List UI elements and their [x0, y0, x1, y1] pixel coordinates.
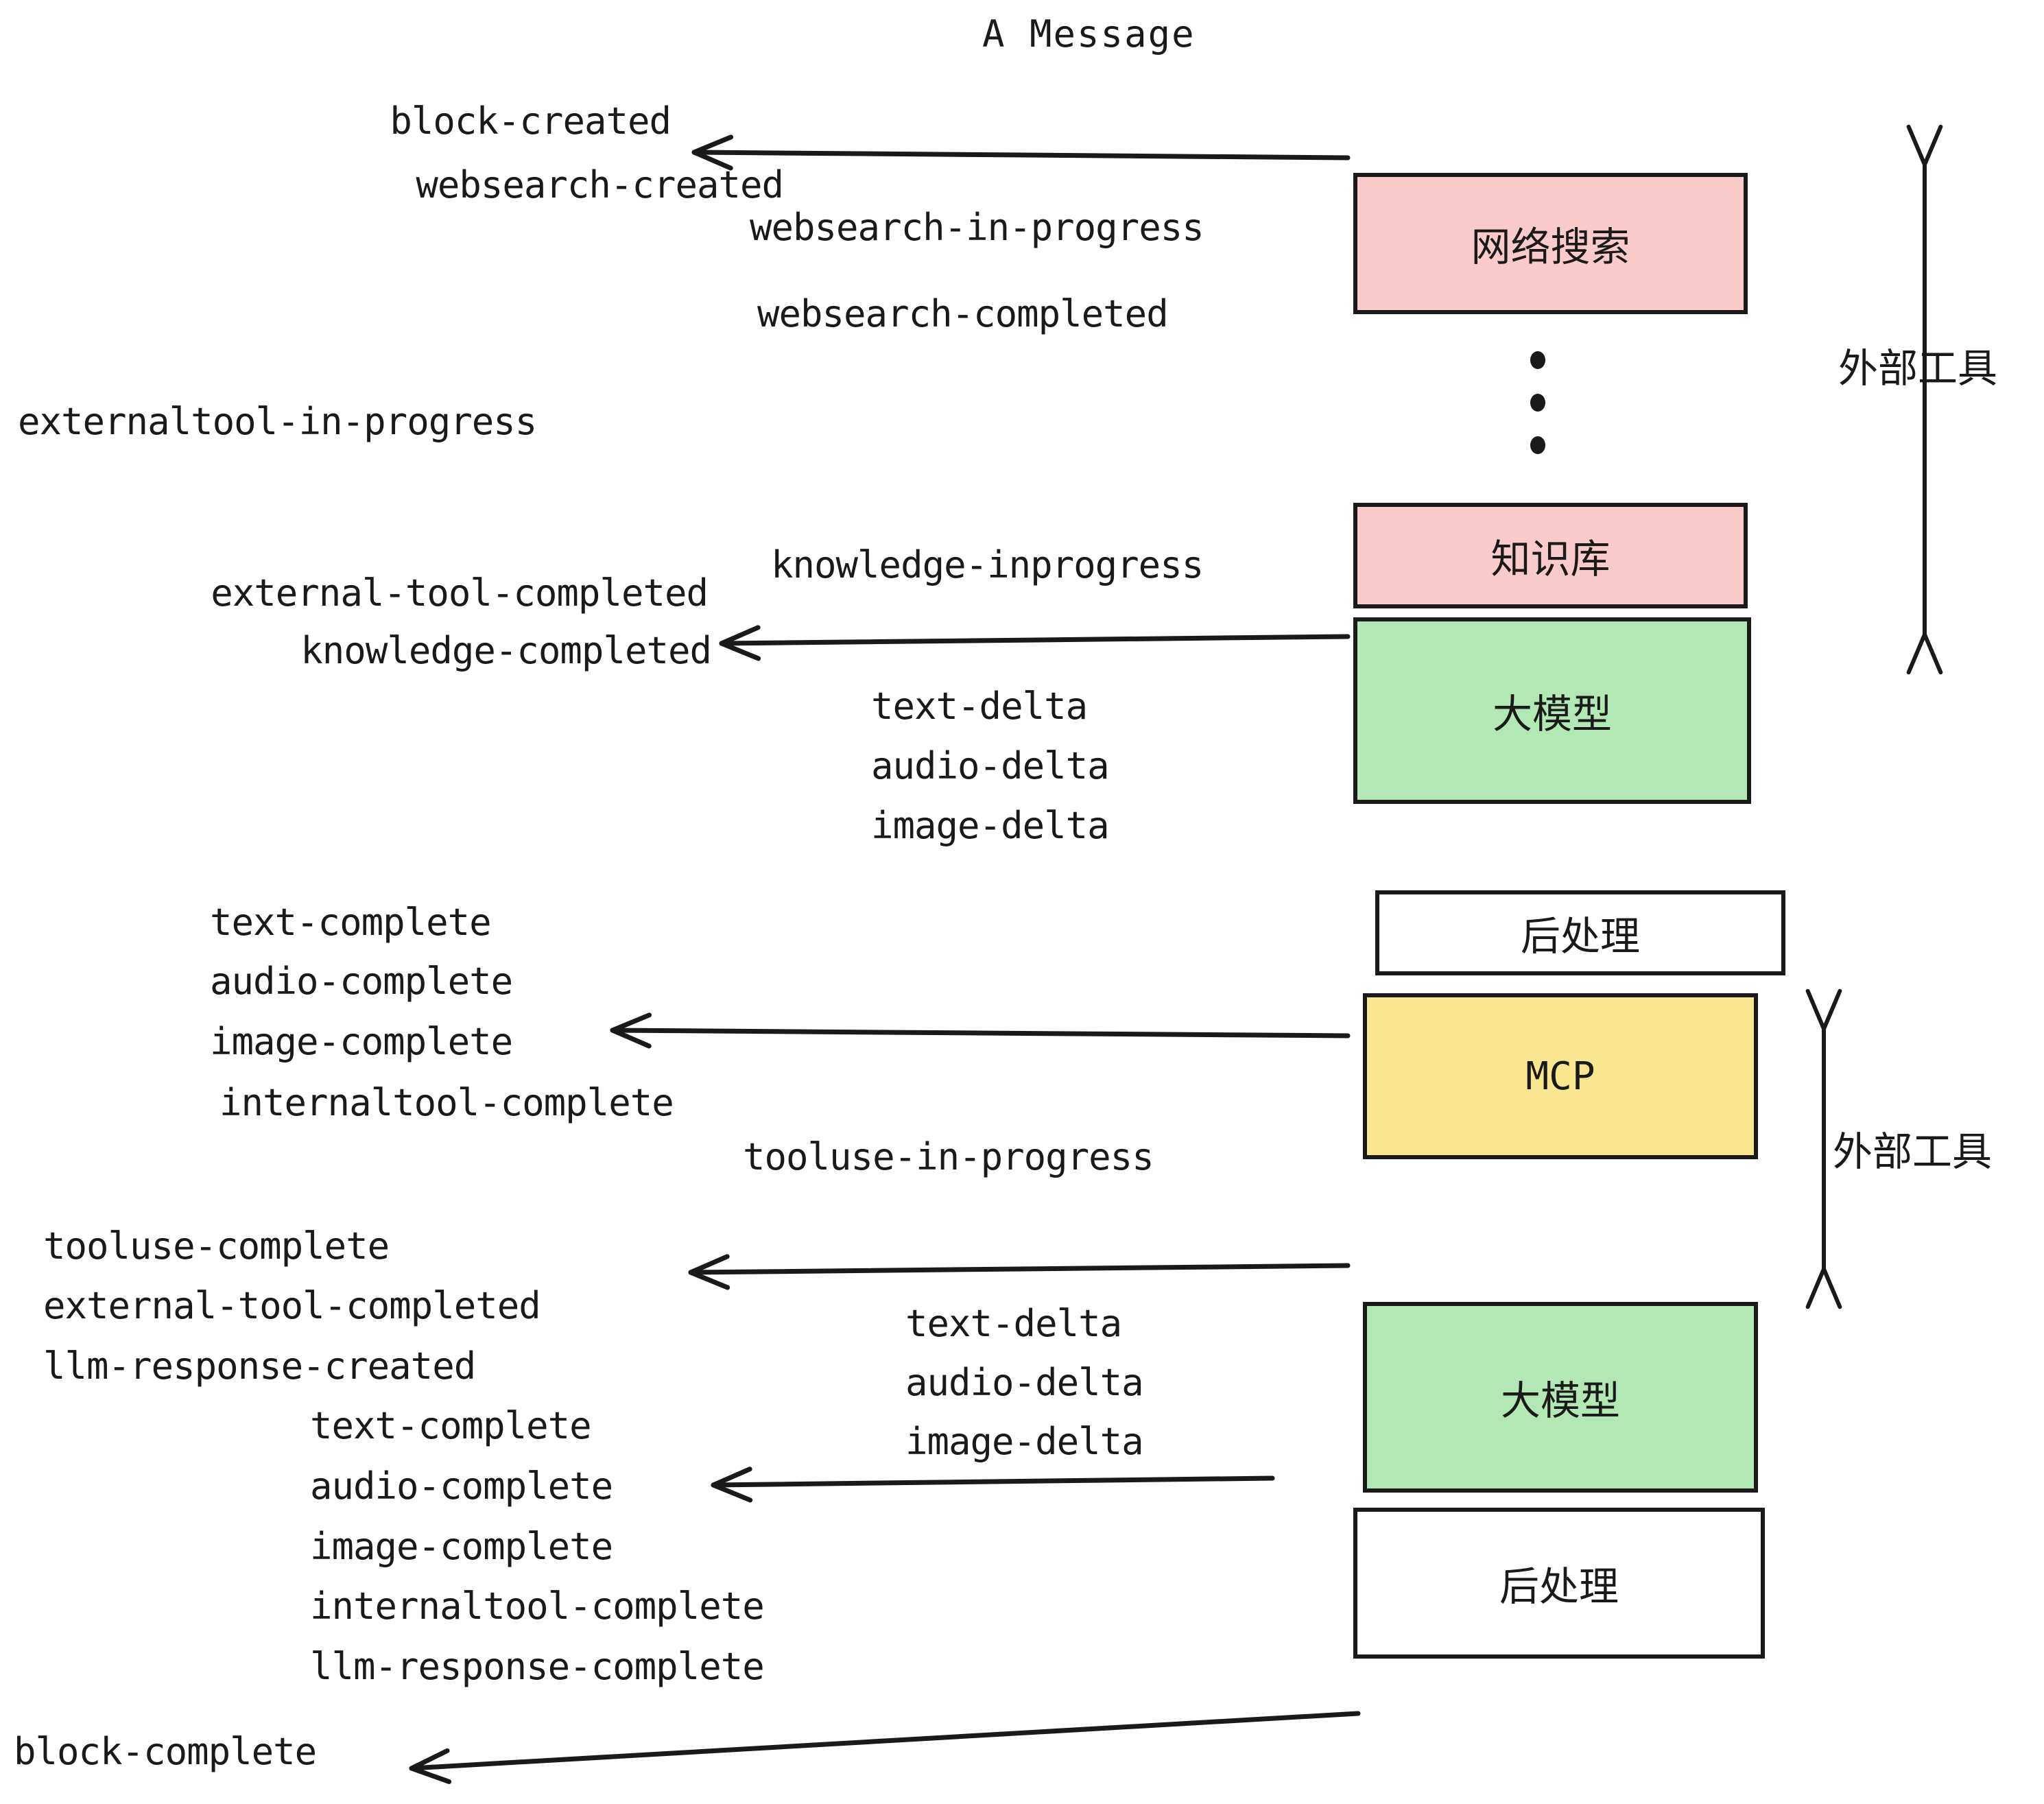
event-label-websearch-created: websearch-created [416, 163, 784, 206]
event-label-audio-delta-2: audio-delta [905, 1361, 1144, 1404]
event-label-external-tool-completed-2: external-tool-completed [43, 1284, 541, 1327]
arrow-arrow-knowledge-done [719, 625, 1351, 661]
arrow-arrow-block-created [691, 134, 1351, 171]
event-label-image-complete-1: image-complete [210, 1020, 513, 1063]
node-box-llm2: 大模型 [1363, 1302, 1758, 1493]
event-label-block-complete: block-complete [14, 1730, 317, 1773]
node-box-postproc2: 后处理 [1353, 1508, 1765, 1659]
side-annotation-external-tools-top: 外部工具 [1838, 345, 1998, 392]
node-box-mcp: MCP [1363, 993, 1758, 1159]
node-box-label: 后处理 [1520, 913, 1640, 960]
double-arrow-external-tools-arrow-top [1906, 124, 1943, 675]
event-label-tooluse-complete: tooluse-complete [43, 1224, 390, 1268]
event-label-knowledge-inprogress: knowledge-inprogress [771, 543, 1204, 586]
node-box-label: 大模型 [1492, 691, 1612, 737]
event-label-audio-complete-1: audio-complete [210, 960, 513, 1003]
node-box-label: 网络搜索 [1471, 224, 1630, 270]
arrow-arrow-image-complete [610, 1012, 1351, 1049]
event-label-tooluse-in-progress: tooluse-in-progress [743, 1135, 1154, 1178]
node-box-label: MCP [1525, 1054, 1595, 1099]
event-label-websearch-completed: websearch-completed [757, 292, 1169, 335]
node-box-llm1: 大模型 [1353, 617, 1751, 804]
event-label-image-delta-1: image-delta [871, 804, 1110, 847]
event-label-block-created: block-created [390, 99, 672, 143]
node-box-label: 知识库 [1490, 536, 1611, 582]
event-label-audio-delta-1: audio-delta [871, 744, 1110, 787]
event-label-image-complete-2: image-complete [310, 1525, 613, 1568]
event-label-external-tool-completed: external-tool-completed [211, 571, 709, 615]
event-label-text-delta-1: text-delta [871, 685, 1088, 728]
event-label-image-delta-2: image-delta [905, 1420, 1144, 1463]
node-box-label: 大模型 [1500, 1377, 1620, 1424]
ellipsis-dot [1530, 436, 1545, 454]
event-label-websearch-in-progress: websearch-in-progress [750, 206, 1204, 249]
event-label-llm-response-created: llm-response-created [43, 1344, 476, 1388]
node-box-label: 后处理 [1499, 1563, 1619, 1610]
page-title: A Message [982, 12, 1196, 56]
node-box-postproc1: 后处理 [1375, 890, 1785, 975]
event-label-llm-response-complete: llm-response-complete [310, 1645, 765, 1688]
event-label-audio-complete-2: audio-complete [310, 1464, 613, 1508]
event-label-text-complete-2: text-complete [310, 1404, 592, 1447]
arrow-arrow-tooluse-done [688, 1254, 1351, 1290]
arrow-arrow-block-complete [409, 1711, 1361, 1784]
side-annotation-external-tools-bottom: 外部工具 [1833, 1128, 1993, 1175]
ellipsis-dot [1530, 351, 1545, 369]
ellipsis-dot [1530, 394, 1545, 412]
event-label-internaltool-complete-1: internaltool-complete [219, 1081, 674, 1124]
event-label-knowledge-completed: knowledge-completed [300, 629, 712, 672]
vertical-ellipsis-icon [1530, 351, 1545, 454]
event-label-text-complete-1: text-complete [210, 901, 492, 944]
event-label-externaltool-in-progress: externaltool-in-progress [18, 400, 537, 443]
arrow-arrow-audio-complete2 [711, 1467, 1275, 1503]
node-box-knowledge: 知识库 [1353, 503, 1748, 608]
event-label-text-delta-2: text-delta [905, 1302, 1122, 1345]
node-box-websearch: 网络搜索 [1353, 173, 1748, 314]
event-label-internaltool-complete-2: internaltool-complete [310, 1585, 765, 1628]
